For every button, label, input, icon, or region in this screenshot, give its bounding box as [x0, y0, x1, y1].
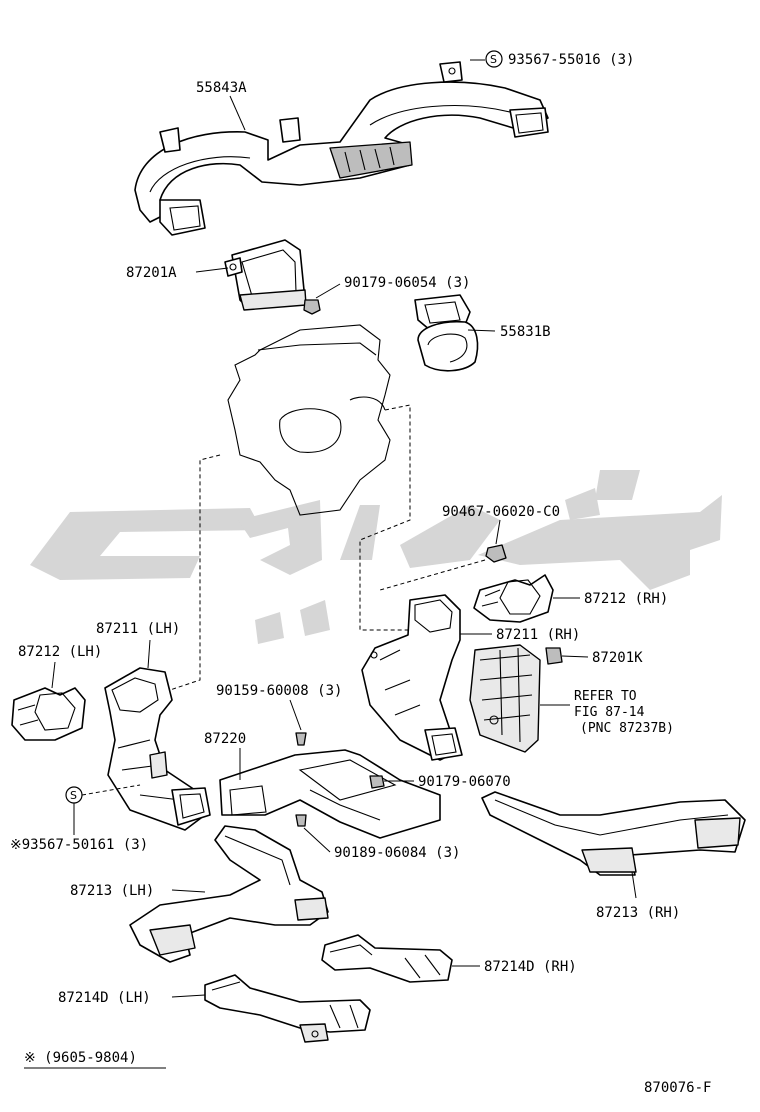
label-refer-1: REFER TO	[574, 689, 637, 704]
screw-90189	[295, 814, 307, 827]
duct-87212-lh	[11, 687, 86, 741]
heater-unit-outline	[227, 324, 391, 516]
label-87214D-rh: 87214D (RH)	[484, 959, 577, 975]
duct-87211-lh	[104, 667, 211, 831]
guide-line-bolt	[379, 559, 486, 591]
guide-line-rh	[359, 404, 420, 631]
label-87213-lh: 87213 (LH)	[70, 883, 154, 899]
duct-55831B	[414, 294, 479, 372]
clip-87201K	[545, 647, 563, 665]
label-87212-lh: 87212 (LH)	[18, 644, 102, 660]
nut-90179-06070	[369, 775, 385, 789]
standard-part-symbol	[485, 50, 503, 68]
duct-87212-rh	[473, 574, 554, 623]
label-87211-rh: 87211 (RH)	[496, 627, 580, 643]
label-87211-lh: 87211 (LH)	[96, 621, 180, 637]
label-55831B: 55831B	[500, 324, 551, 340]
duct-87213-rh	[481, 791, 746, 876]
label-93567-50161: ※93567-50161 (3)	[10, 837, 148, 853]
symbol-s-2: S	[70, 789, 77, 802]
duct-87214D-lh	[204, 974, 371, 1043]
screw-90159	[295, 732, 307, 746]
label-87213-rh: 87213 (RH)	[596, 905, 680, 921]
footnote-date-range: ※ (9605-9804)	[24, 1050, 137, 1066]
watermark-logo	[30, 470, 722, 644]
label-90179-06070: 90179-06070	[418, 774, 511, 790]
label-refer-3: (PNC 87237B)	[580, 721, 674, 736]
label-87212-rh: 87212 (RH)	[584, 591, 668, 607]
label-90179-06054: 90179-06054 (3)	[344, 275, 470, 291]
label-93567-55016: 93567-55016 (3)	[508, 52, 634, 68]
duct-55843A	[134, 61, 549, 236]
bracket-panel-ref	[469, 644, 541, 753]
figure-number: 870076-F	[644, 1080, 711, 1096]
nut-90179-06054	[303, 299, 321, 315]
label-90189: 90189-06084 (3)	[334, 845, 460, 861]
label-87201A: 87201A	[126, 265, 177, 281]
label-87214D-lh: 87214D (LH)	[58, 990, 151, 1006]
bracket-87201A	[224, 239, 307, 311]
symbol-s: S	[490, 53, 497, 66]
label-90159: 90159-60008 (3)	[216, 683, 342, 699]
duct-87213-lh	[129, 825, 329, 963]
duct-87220	[219, 749, 441, 839]
duct-87211-rh	[361, 594, 463, 761]
clip-90467	[485, 544, 507, 563]
guide-line-lh	[169, 454, 221, 691]
label-90467: 90467-06020-C0	[442, 504, 560, 520]
label-refer-2: FIG 87-14	[574, 705, 645, 720]
label-87201K: 87201K	[592, 650, 643, 666]
duct-87214D-rh	[321, 934, 453, 983]
label-87220: 87220	[204, 731, 246, 747]
label-55843A: 55843A	[196, 80, 247, 96]
